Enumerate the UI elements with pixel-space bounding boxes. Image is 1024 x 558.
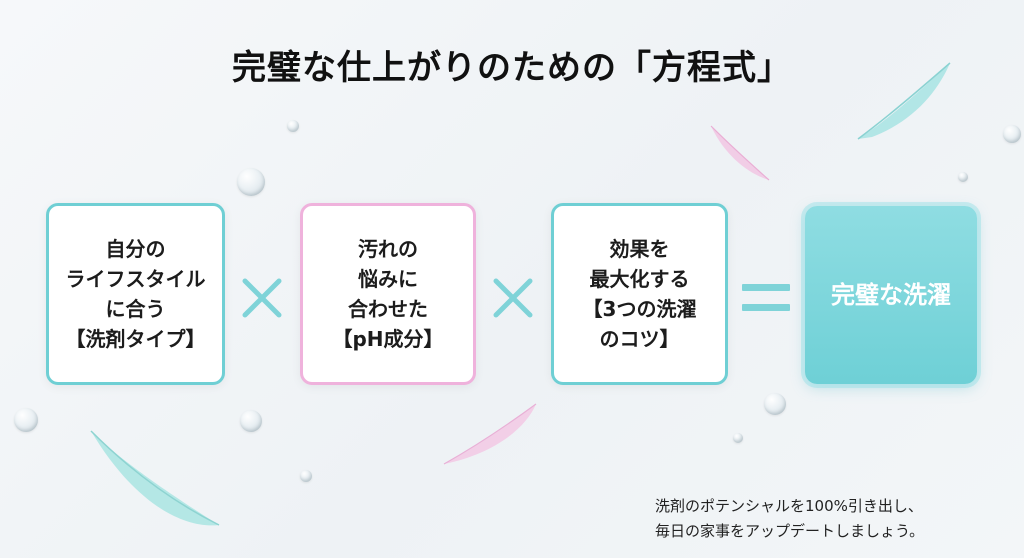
teal-feather-icon	[857, 62, 951, 140]
teal-feather-icon	[90, 430, 220, 526]
times-icon	[234, 270, 290, 326]
pink-feather-icon	[710, 125, 770, 181]
times-icon	[485, 270, 541, 326]
water-droplet-icon	[1003, 125, 1021, 143]
water-droplet-icon	[287, 120, 299, 132]
card-label: 自分の ライフスタイル に合う 【洗剤タイプ】	[65, 237, 206, 351]
card-laundry-tips: 効果を 最大化する 【3つの洗濯 のコツ】	[551, 203, 728, 385]
pink-feather-icon	[443, 403, 537, 465]
water-droplet-icon	[237, 168, 265, 196]
water-droplet-icon	[958, 172, 968, 182]
card-label: 効果を 最大化する 【3つの洗濯 のコツ】	[582, 237, 697, 351]
footnote-text: 洗剤のポテンシャルを100%引き出し、 毎日の家事をアップデートしましょう。	[655, 497, 925, 540]
water-droplet-icon	[764, 393, 786, 415]
water-droplet-icon	[240, 410, 262, 432]
card-label: 汚れの 悩みに 合わせた 【pH成分】	[332, 237, 444, 351]
result-card: 完璧な洗濯	[805, 206, 977, 384]
card-detergent-type: 自分の ライフスタイル に合う 【洗剤タイプ】	[46, 203, 225, 385]
card-ph-component: 汚れの 悩みに 合わせた 【pH成分】	[300, 203, 476, 385]
result-label: 完璧な洗濯	[831, 281, 951, 309]
page-title: 完璧な仕上がりのための「方程式」	[232, 48, 792, 88]
equals-icon	[736, 270, 796, 326]
water-droplet-icon	[300, 470, 312, 482]
water-droplet-icon	[733, 433, 743, 443]
water-droplet-icon	[14, 408, 38, 432]
